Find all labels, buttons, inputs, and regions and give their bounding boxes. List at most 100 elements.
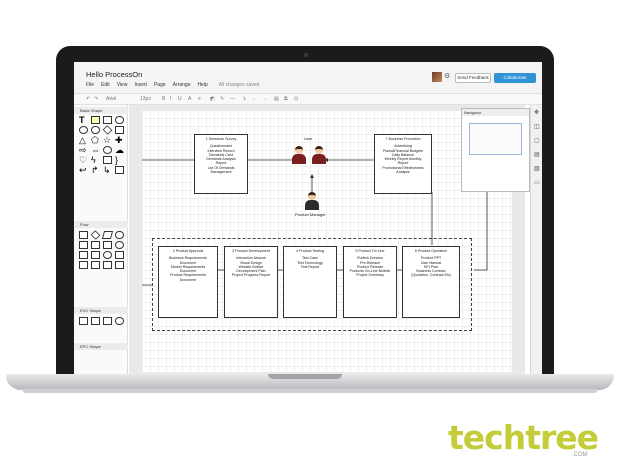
display-shape-icon[interactable] xyxy=(91,261,100,269)
process-group[interactable] xyxy=(152,238,472,331)
user-avatar-icon[interactable] xyxy=(312,146,326,164)
font-select[interactable]: Arial xyxy=(106,96,117,102)
arrange-icon[interactable]: ▤ xyxy=(274,96,279,102)
redo-icon[interactable]: ↷ xyxy=(94,96,99,102)
font-size-select[interactable]: 13px xyxy=(140,96,151,102)
node-product-testing[interactable]: 4 Product Testing Test Case Test Technol… xyxy=(283,246,337,318)
menu-arrange[interactable]: Arrange xyxy=(172,82,191,88)
node-line: Business Contract xyxy=(416,269,446,274)
manager-avatar-icon[interactable] xyxy=(305,192,319,210)
document-shape-icon[interactable] xyxy=(103,156,112,164)
navigator-toggle-icon[interactable]: ✥ xyxy=(534,110,540,116)
section-evc-shape[interactable]: EVC Shape xyxy=(74,307,128,314)
chat-bubble-shape-icon[interactable] xyxy=(103,146,112,154)
section-basic-shape[interactable]: Basic Shape xyxy=(74,107,128,114)
section-epc-shape[interactable]: EPC Shape xyxy=(74,343,128,350)
rounded-rect-shape-icon[interactable] xyxy=(115,116,124,124)
delay-shape-icon[interactable] xyxy=(79,261,88,269)
connector-icon[interactable]: ↴ xyxy=(242,96,247,102)
italic-icon[interactable]: I xyxy=(170,96,172,102)
heart-shape-icon[interactable]: ♡ xyxy=(79,155,88,165)
multi-document-shape-icon[interactable] xyxy=(103,241,112,249)
text-color-icon[interactable]: A xyxy=(188,96,192,102)
cube-shape-icon[interactable] xyxy=(115,166,124,174)
line-style-icon[interactable]: — xyxy=(230,96,235,102)
database-shape-icon[interactable] xyxy=(103,251,112,259)
history-icon[interactable]: ▤ xyxy=(534,152,540,158)
send-feedback-button[interactable]: Send Feedback xyxy=(455,73,491,83)
preparation-shape-icon[interactable] xyxy=(91,251,100,259)
process-shape-icon[interactable] xyxy=(79,231,88,239)
lightning-shape-icon[interactable]: ϟ xyxy=(91,155,96,165)
terminator-shape-icon[interactable] xyxy=(115,231,124,239)
menu-edit[interactable]: Edit xyxy=(101,82,110,88)
storage-shape-icon[interactable] xyxy=(103,261,112,269)
double-arrow-shape-icon[interactable]: ⇔ xyxy=(91,145,100,155)
node-product-development[interactable]: 3 Product Development Interactive Artwor… xyxy=(224,246,278,318)
node-demands-survey[interactable]: 1 Demands Survey Questionnaire Interview… xyxy=(194,134,248,194)
undo-icon[interactable]: ↶ xyxy=(86,96,91,102)
menu-insert[interactable]: Insert xyxy=(134,82,147,88)
rectangle-shape-icon[interactable] xyxy=(103,116,112,124)
evc-block-shape-icon[interactable] xyxy=(115,317,124,325)
comment-icon[interactable]: ▭ xyxy=(534,180,540,186)
gear-icon[interactable]: ⚙ xyxy=(444,73,451,80)
bent-arrow-shape-icon[interactable]: ↱ xyxy=(91,165,99,175)
bold-icon[interactable]: B xyxy=(162,96,166,102)
node-product-on-line[interactable]: 5 Product On Line Publish Dreview Pre-Re… xyxy=(343,246,397,318)
menu-help[interactable]: Help xyxy=(197,82,208,88)
page-icon[interactable]: ▢ xyxy=(534,138,540,144)
flow-document-shape-icon[interactable] xyxy=(91,241,100,249)
style-icon[interactable]: ◫ xyxy=(534,124,540,130)
navigator-panel[interactable]: Navigator xyxy=(461,108,530,192)
lock-icon[interactable]: ⊡ xyxy=(294,96,299,102)
text-shape-icon[interactable]: T xyxy=(79,115,85,125)
circle-shape-icon[interactable] xyxy=(79,126,88,134)
diagram-canvas[interactable]: 1 Demands Survey Questionnaire Interview… xyxy=(129,105,525,374)
u-turn-arrow-shape-icon[interactable]: ↩ xyxy=(79,165,87,175)
node-product-approval[interactable]: 2 Product Approval Business Requirements… xyxy=(158,246,218,318)
menu-view[interactable]: View xyxy=(116,82,128,88)
ellipse-shape-icon[interactable] xyxy=(91,126,100,134)
card-shape-icon[interactable] xyxy=(115,251,124,259)
corner-arrow-shape-icon[interactable]: ↳ xyxy=(103,165,111,175)
manual-input-shape-icon[interactable] xyxy=(79,251,88,259)
predefined-process-shape-icon[interactable] xyxy=(79,241,88,249)
evc-chevron-shape-icon[interactable] xyxy=(79,317,88,325)
star-shape-icon[interactable]: ☆ xyxy=(103,135,112,145)
node-product-operation[interactable]: 6 Product Operation Product PPT User Man… xyxy=(402,246,460,318)
cloud-shape-icon[interactable]: ☁ xyxy=(115,145,124,155)
note-shape-icon[interactable] xyxy=(91,116,100,124)
triangle-shape-icon[interactable]: △ xyxy=(79,135,86,145)
document-title[interactable]: Hello ProcessOn xyxy=(86,70,143,79)
cross-shape-icon[interactable]: ✚ xyxy=(115,135,123,145)
arrow-start-icon[interactable]: ← xyxy=(252,96,257,102)
node-business-promotion[interactable]: 7 Business Promotion Advertising Plans&F… xyxy=(374,134,432,194)
pentagon-shape-icon[interactable]: ⬠ xyxy=(91,135,99,145)
info-icon[interactable]: ▧ xyxy=(534,166,540,172)
curly-shape-icon[interactable]: } xyxy=(115,155,119,165)
diagram-page[interactable]: 1 Demands Survey Questionnaire Interview… xyxy=(142,110,512,372)
data-shape-icon[interactable] xyxy=(101,231,114,239)
line-color-icon[interactable]: ✎ xyxy=(220,96,225,102)
fill-icon[interactable]: ◩ xyxy=(210,96,215,102)
arrow-shape-icon[interactable]: ⇨ xyxy=(79,145,87,155)
connector-shape-icon[interactable] xyxy=(115,241,124,249)
menu-page[interactable]: Page xyxy=(153,82,166,88)
menu-file[interactable]: File xyxy=(86,82,95,88)
decision-shape-icon[interactable] xyxy=(90,230,101,240)
evc-arrow-shape-icon[interactable] xyxy=(91,317,100,325)
group-icon[interactable]: ⧉ xyxy=(284,96,288,102)
collaborate-button[interactable]: Collaborate xyxy=(494,73,536,83)
align-icon[interactable]: ≡ xyxy=(198,96,201,102)
diamond-shape-icon[interactable] xyxy=(102,125,113,135)
hexagon-shape-icon[interactable] xyxy=(115,126,124,134)
user-avatar[interactable] xyxy=(432,72,442,82)
arrow-end-icon[interactable]: → xyxy=(262,96,267,102)
section-flow[interactable]: Flow xyxy=(74,221,128,228)
merge-shape-icon[interactable] xyxy=(115,261,124,269)
navigator-thumbnail[interactable] xyxy=(469,123,522,155)
evc-value-shape-icon[interactable] xyxy=(103,317,112,325)
user-avatar-icon[interactable] xyxy=(292,146,306,164)
underline-icon[interactable]: U xyxy=(178,96,182,102)
